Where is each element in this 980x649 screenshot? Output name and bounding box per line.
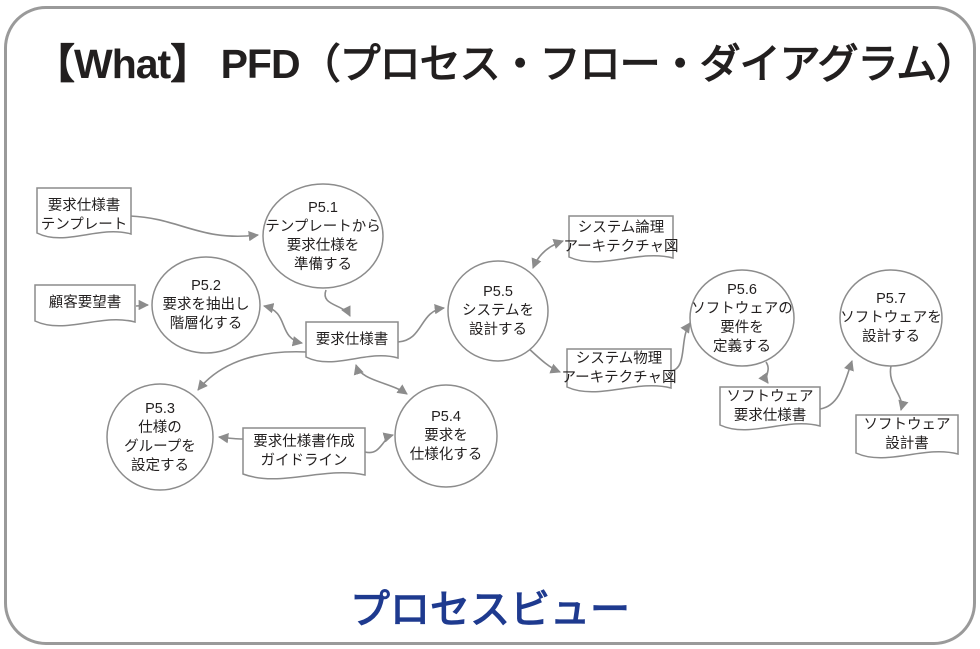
process-circle bbox=[394, 384, 498, 488]
process-p5-4: P5.4 要求を 仕様化する bbox=[394, 384, 498, 488]
process-label: P5.2 bbox=[191, 278, 221, 294]
document-label: 要求仕様書 bbox=[734, 407, 807, 424]
page-title: 【What】 PFD（プロセス・フロー・ダイアグラム） bbox=[34, 41, 977, 87]
document-label: ソフトウェア bbox=[864, 416, 951, 433]
process-label: P5.5 bbox=[483, 284, 513, 300]
document-shape bbox=[34, 284, 136, 327]
process-circle bbox=[839, 269, 943, 367]
doc-sys-logical: システム論理 アーキテクチャ図 bbox=[564, 215, 679, 263]
process-label: ソフトウェアの bbox=[691, 300, 793, 317]
process-circle bbox=[151, 256, 261, 354]
document-label: 設計書 bbox=[885, 435, 929, 452]
process-label: 仕様の bbox=[138, 419, 182, 436]
flow-customer-request-to-p5-2 bbox=[135, 299, 150, 311]
process-label: システムを bbox=[462, 302, 534, 319]
process-label: テンプレートから bbox=[265, 218, 381, 235]
flow-p5-5-to-sys-physical bbox=[525, 345, 561, 374]
process-p5-6: P5.6 ソフトウェアの 要件を 定義する bbox=[689, 269, 795, 367]
flow-guideline-to-p5-3 bbox=[217, 433, 244, 444]
process-label: 定義する bbox=[713, 338, 771, 355]
process-label: 要求を bbox=[424, 427, 468, 444]
document-shape bbox=[568, 215, 674, 263]
process-label: 仕様化する bbox=[410, 446, 483, 463]
process-p5-1: P5.1 テンプレートから 要求仕様を 準備する bbox=[262, 183, 384, 289]
document-shape bbox=[36, 187, 132, 239]
flow-req-spec-to-p5-5 bbox=[397, 303, 446, 343]
flow-req-spec-to-p5-3 bbox=[197, 350, 308, 391]
document-label: 要求仕様書作成 bbox=[253, 433, 355, 450]
document-label: アーキテクチャ図 bbox=[562, 369, 677, 386]
document-shape bbox=[242, 427, 366, 480]
document-shape bbox=[719, 386, 821, 431]
flow-req-spec-p5-4-bidirectional bbox=[353, 364, 408, 395]
process-label: P5.1 bbox=[308, 200, 338, 216]
document-shape bbox=[566, 348, 672, 393]
process-label: ソフトウェアを bbox=[840, 309, 942, 326]
doc-sw-design: ソフトウェア 設計書 bbox=[855, 414, 959, 459]
process-label: 設計する bbox=[469, 321, 527, 338]
process-view-label: プロセスビュー bbox=[350, 588, 630, 632]
document-shape bbox=[305, 321, 399, 363]
process-label: P5.6 bbox=[727, 282, 757, 298]
process-circle bbox=[106, 383, 214, 491]
process-p5-2: P5.2 要求を抽出し 階層化する bbox=[151, 256, 261, 354]
doc-customer-request: 顧客要望書 bbox=[34, 284, 136, 327]
document-label: テンプレート bbox=[41, 216, 128, 233]
flow-p5-6-to-sw-req-spec bbox=[758, 361, 769, 384]
document-label: 要求仕様書 bbox=[48, 197, 121, 214]
document-label: 顧客要望書 bbox=[49, 294, 122, 311]
document-shape bbox=[855, 414, 959, 459]
process-p5-3: P5.3 仕様の グループを 設定する bbox=[106, 383, 214, 491]
process-label: P5.3 bbox=[145, 401, 175, 417]
process-circle bbox=[689, 269, 795, 367]
process-label: P5.4 bbox=[431, 409, 461, 425]
flow-template-to-p5-1 bbox=[129, 215, 260, 242]
document-label: ガイドライン bbox=[261, 452, 348, 469]
document-label: 要求仕様書 bbox=[316, 331, 389, 348]
document-label: アーキテクチャ図 bbox=[564, 238, 679, 255]
doc-sys-physical: システム物理 アーキテクチャ図 bbox=[562, 348, 677, 393]
flow-guideline-to-p5-4 bbox=[364, 432, 395, 454]
doc-guideline: 要求仕様書作成 ガイドライン bbox=[242, 427, 366, 480]
flow-p5-7-to-sw-design bbox=[889, 365, 909, 412]
process-label: 要求を抽出し bbox=[163, 296, 250, 313]
flow-sw-req-spec-to-p5-7 bbox=[819, 360, 854, 410]
process-label: 設定する bbox=[131, 457, 189, 474]
process-label: 要求仕様を bbox=[287, 237, 360, 254]
process-label: 設計する bbox=[862, 328, 920, 345]
flow-p5-2-req-spec-bidirectional bbox=[262, 303, 304, 347]
document-label: システム物理 bbox=[576, 350, 663, 367]
doc-template: 要求仕様書 テンプレート bbox=[36, 187, 132, 239]
process-p5-5: P5.5 システムを 設計する bbox=[447, 260, 549, 362]
doc-req-spec: 要求仕様書 bbox=[305, 321, 399, 363]
process-label: P5.7 bbox=[876, 291, 906, 307]
document-label: ソフトウェア bbox=[727, 388, 814, 405]
process-circle bbox=[447, 260, 549, 362]
process-p5-7: P5.7 ソフトウェアを 設計する bbox=[839, 269, 943, 367]
process-label: 準備する bbox=[294, 256, 352, 273]
process-label: 階層化する bbox=[170, 315, 243, 332]
flow-sys-physical-to-p5-6 bbox=[670, 322, 691, 372]
process-circle bbox=[262, 183, 384, 289]
document-label: システム論理 bbox=[578, 219, 665, 236]
process-label: グループを bbox=[124, 438, 196, 455]
doc-sw-req-spec: ソフトウェア 要求仕様書 bbox=[719, 386, 821, 431]
flow-p5-1-to-req-spec bbox=[324, 289, 351, 317]
flow-p5-5-sys-logical-bidirectional bbox=[531, 239, 564, 269]
process-label: 要件を bbox=[720, 319, 764, 336]
